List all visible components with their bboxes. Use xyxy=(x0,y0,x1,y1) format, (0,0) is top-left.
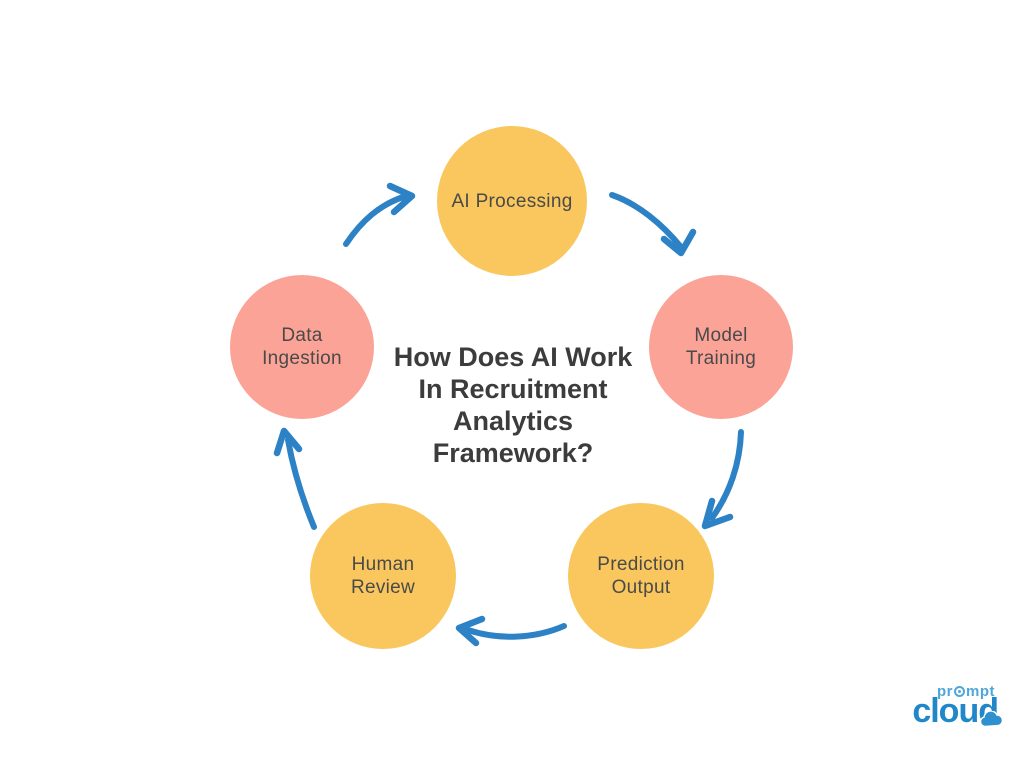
node-label: Model Training xyxy=(685,325,757,369)
node-label: Prediction Output xyxy=(597,554,685,598)
logo-prompt-suffix: mpt xyxy=(966,683,995,700)
node-data-ingestion: Data Ingestion xyxy=(230,275,374,419)
node-label: Data Ingestion xyxy=(262,325,342,369)
target-icon xyxy=(954,686,965,697)
arrow-model-training-to-prediction-output xyxy=(701,429,744,530)
arrow-prediction-output-to-human-review xyxy=(455,615,567,647)
node-prediction-output: Prediction Output xyxy=(568,503,714,649)
arrow-data-ingestion-to-ai-processing xyxy=(343,182,416,247)
node-ai-processing: AI Processing xyxy=(437,126,587,276)
node-label: Human Review xyxy=(350,554,416,598)
arrow-ai-processing-to-model-training xyxy=(609,192,697,257)
logo-prompt-prefix: pr xyxy=(937,683,953,700)
node-human-review: Human Review xyxy=(310,503,456,649)
node-model-training: Model Training xyxy=(649,275,793,419)
cloud-icon xyxy=(979,711,1004,728)
node-label: AI Processing xyxy=(451,190,573,212)
page-title: How Does AI Work In Recruitment Analytic… xyxy=(393,342,633,468)
arrow-human-review-to-data-ingestion xyxy=(273,427,317,530)
